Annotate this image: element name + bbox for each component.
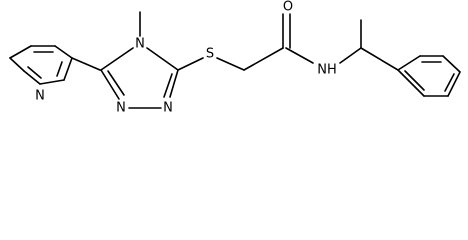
triazole-ring xyxy=(100,47,179,109)
molecule-structure-canvas: N N N N S O NH xyxy=(9,0,461,116)
bond-phenyl-double-3 xyxy=(404,70,425,91)
bond-pyridine-7 xyxy=(9,57,25,72)
bond-triazole-c3-n2 xyxy=(169,69,179,98)
bond-pyridine-1 xyxy=(9,45,32,59)
bond-triazole-n1-c5-double xyxy=(107,70,125,96)
bond-nh-ch xyxy=(339,47,362,64)
bond-triazole-sulfur xyxy=(177,57,204,71)
bond-pyridine-5 xyxy=(39,79,65,85)
atom-label-amide-nh: NH xyxy=(317,63,337,78)
atom-label-triazole-n4: N xyxy=(135,37,145,52)
atom-label-pyridine-n: N xyxy=(35,89,45,104)
bond-pyridine-3 xyxy=(54,45,73,59)
bond-triazole-c5-n4 xyxy=(100,47,134,71)
bond-sulfur-ch2 xyxy=(216,57,245,71)
atom-label-triazole-n1: N xyxy=(116,101,126,116)
molecule-structure: N N N N S O NH xyxy=(9,0,461,116)
bond-phenyl-1 xyxy=(397,55,421,71)
bond-phenyl-6 xyxy=(397,69,425,97)
bond-triazole-n1-c5 xyxy=(100,69,120,100)
atom-label-carbonyl-o: O xyxy=(283,0,293,15)
bond-ch2-carbonyl xyxy=(243,47,284,71)
bond-pyridine-double-3 xyxy=(27,66,42,79)
bond-ch-phenyl xyxy=(360,47,399,71)
bond-carbonyl-nh xyxy=(285,47,314,64)
atom-label-sulfur: S xyxy=(206,47,214,62)
bond-pyridine-4 xyxy=(63,57,73,81)
atom-label-triazole-n2: N xyxy=(163,101,173,116)
pyridine-ring xyxy=(9,45,73,85)
bond-pyridine-triazole xyxy=(71,57,101,71)
bond-phenyl-4 xyxy=(447,71,461,97)
bond-phenyl-double-2 xyxy=(444,73,455,92)
bond-triazole-c3-n2-double xyxy=(163,73,173,98)
bond-pyridine-double-2 xyxy=(56,61,63,77)
bond-pyridine-6 xyxy=(23,70,41,85)
phenyl-ring xyxy=(397,55,461,97)
bond-triazole-n4-c3 xyxy=(146,47,179,71)
bond-phenyl-3 xyxy=(442,55,461,73)
